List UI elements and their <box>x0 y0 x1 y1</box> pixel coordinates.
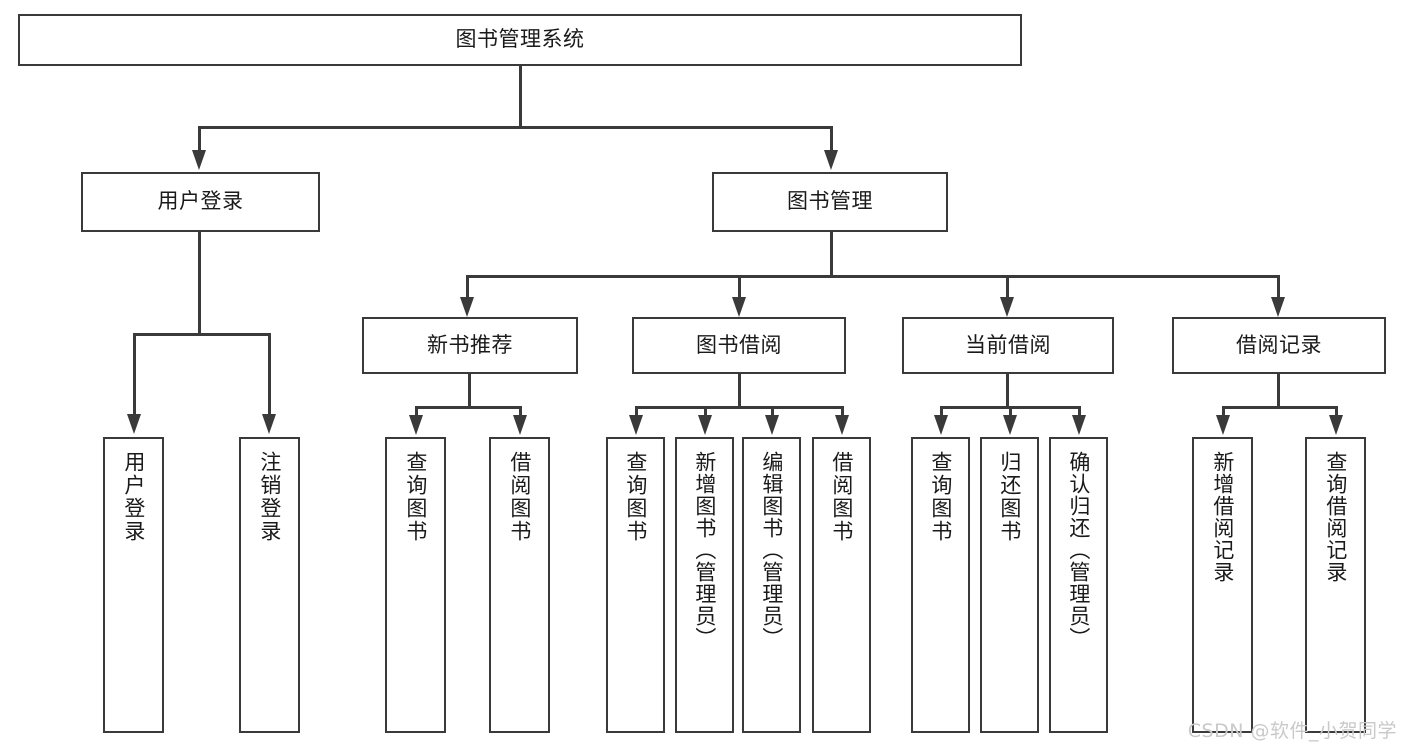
arrow-user-login-to-leaf-1 <box>127 414 141 434</box>
arrow-root-to-user-login <box>192 150 206 170</box>
node-label: 借阅图书 <box>829 451 854 543</box>
node-label: 图书管理系统 <box>455 27 585 52</box>
connector-user-login-stem <box>198 232 201 335</box>
connector-book-manage-to-current <box>1006 275 1009 299</box>
leaf-add-borrow-record[interactable]: 新增借阅记录 <box>1192 437 1253 733</box>
leaf-add-book-admin[interactable]: 新增图书（管理员） <box>675 437 734 733</box>
node-new-book-recommendation[interactable]: 新书推荐 <box>362 317 578 374</box>
connector-root-bus <box>198 126 832 129</box>
connector-record-to-leaf-1 <box>1222 406 1225 418</box>
node-book-borrowing[interactable]: 图书借阅 <box>632 317 846 374</box>
connector-user-login-to-leaf-1 <box>133 333 136 416</box>
connector-current-to-leaf-3 <box>1078 406 1081 418</box>
connector-root-to-book-manage <box>830 126 833 153</box>
node-label: 用户登录 <box>157 189 244 214</box>
connector-new-book-to-leaf-2 <box>519 406 522 418</box>
connector-borrow-stem <box>738 374 741 408</box>
arrow-root-to-book-manage <box>824 150 838 170</box>
arrow-book-manage-to-record <box>1271 297 1285 317</box>
node-label: 查询图书 <box>403 451 428 543</box>
arrow-new-book-to-leaf-1 <box>409 415 423 435</box>
node-label: 新书推荐 <box>427 332 513 357</box>
leaf-edit-book-admin[interactable]: 编辑图书（管理员） <box>742 437 801 733</box>
connector-user-login-to-leaf-2 <box>268 333 271 416</box>
node-label: 确认归还（管理员） <box>1066 451 1091 649</box>
connector-borrow-to-leaf-2 <box>704 406 707 418</box>
arrow-book-manage-to-current <box>1000 297 1014 317</box>
connector-record-to-leaf-2 <box>1335 406 1338 418</box>
arrow-current-to-leaf-3 <box>1072 415 1086 435</box>
node-current-borrowing[interactable]: 当前借阅 <box>902 317 1114 374</box>
leaf-query-book-borrow[interactable]: 查询图书 <box>606 437 665 733</box>
node-label: 编辑图书（管理员） <box>759 451 784 649</box>
arrow-current-to-leaf-1 <box>934 415 948 435</box>
node-label: 归还图书 <box>997 451 1022 543</box>
node-label: 查询借阅记录 <box>1323 451 1348 583</box>
arrow-new-book-to-leaf-2 <box>513 415 527 435</box>
node-label: 借阅图书 <box>507 451 532 543</box>
leaf-query-book-recommend[interactable]: 查询图书 <box>385 437 446 733</box>
connector-book-manage-to-record <box>1277 275 1280 299</box>
node-root-book-management-system[interactable]: 图书管理系统 <box>18 14 1022 66</box>
leaf-return-book[interactable]: 归还图书 <box>980 437 1039 733</box>
node-label: 借阅记录 <box>1236 332 1322 357</box>
node-book-management[interactable]: 图书管理 <box>712 172 948 232</box>
arrow-borrow-to-leaf-1 <box>629 415 643 435</box>
arrow-book-manage-to-new-book <box>460 297 474 317</box>
connector-user-login-bus <box>133 333 270 336</box>
connector-new-book-bus <box>415 406 521 409</box>
connector-current-to-leaf-1 <box>940 406 943 418</box>
node-label: 用户登录 <box>121 451 146 543</box>
leaf-logout[interactable]: 注销登录 <box>239 437 300 733</box>
node-label: 当前借阅 <box>965 332 1051 357</box>
connector-book-manage-to-new-book <box>466 275 469 299</box>
connector-new-book-stem <box>468 374 471 408</box>
connector-borrow-to-leaf-3 <box>771 406 774 418</box>
leaf-confirm-return-admin[interactable]: 确认归还（管理员） <box>1049 437 1108 733</box>
arrow-borrow-to-leaf-2 <box>698 415 712 435</box>
node-label: 新增借阅记录 <box>1210 451 1235 583</box>
connector-record-bus <box>1222 406 1337 409</box>
node-label: 图书借阅 <box>696 332 782 357</box>
connector-book-manage-bus <box>466 275 1279 278</box>
node-label: 查询图书 <box>623 451 648 543</box>
connector-record-stem <box>1277 374 1280 408</box>
leaf-query-book-current[interactable]: 查询图书 <box>911 437 970 733</box>
connector-new-book-to-leaf-1 <box>415 406 418 418</box>
arrow-borrow-to-leaf-4 <box>835 415 849 435</box>
connector-borrow-to-leaf-1 <box>635 406 638 418</box>
arrow-current-to-leaf-2 <box>1003 415 1017 435</box>
connector-book-manage-stem <box>830 232 833 277</box>
leaf-user-login[interactable]: 用户登录 <box>103 437 164 733</box>
arrow-borrow-to-leaf-3 <box>765 415 779 435</box>
node-label: 注销登录 <box>257 451 282 543</box>
connector-borrow-to-leaf-4 <box>841 406 844 418</box>
connector-book-manage-to-borrow <box>738 275 741 299</box>
arrow-record-to-leaf-2 <box>1329 415 1343 435</box>
node-borrowing-record[interactable]: 借阅记录 <box>1172 317 1386 374</box>
arrow-book-manage-to-borrow <box>732 297 746 317</box>
connector-current-stem <box>1006 374 1009 408</box>
node-label: 图书管理 <box>787 189 873 214</box>
connector-borrow-bus <box>635 406 843 409</box>
connector-root-stem <box>519 66 522 128</box>
leaf-borrow-book-recommend[interactable]: 借阅图书 <box>489 437 550 733</box>
connector-current-to-leaf-2 <box>1009 406 1012 418</box>
arrow-record-to-leaf-1 <box>1216 415 1230 435</box>
leaf-borrow-book[interactable]: 借阅图书 <box>812 437 871 733</box>
arrow-user-login-to-leaf-2 <box>262 414 276 434</box>
connector-root-to-user-login <box>198 126 201 153</box>
node-label: 查询图书 <box>928 451 953 543</box>
node-label: 新增图书（管理员） <box>692 451 717 649</box>
leaf-query-borrow-record[interactable]: 查询借阅记录 <box>1305 437 1366 733</box>
node-user-login[interactable]: 用户登录 <box>81 172 320 232</box>
